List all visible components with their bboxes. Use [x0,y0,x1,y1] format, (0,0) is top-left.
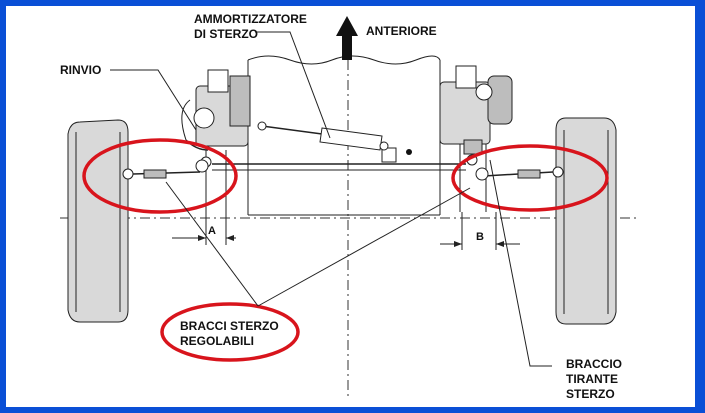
left-wheel [67,119,129,323]
left-arm-highlight-ring [82,138,238,214]
label-ammortizzatore-line1: AMMORTIZZATORE [194,12,307,26]
label-ammortizzatore-line2: DI STERZO [194,27,258,41]
label-highlight-ring [160,302,300,362]
left-hub-assembly [181,69,251,215]
label-braccio-line3: STERZO [566,387,615,401]
dimension-b [440,212,520,250]
chassis-top-edge [247,55,441,65]
label-braccio-line2: TIRANTE [566,372,618,386]
right-adjustable-arm [475,166,564,181]
label-braccio-line1: BRACCIO [566,357,622,371]
leader-rinvio [110,69,197,131]
leader-braccio-tirante [489,159,552,367]
arrow-up-icon [336,16,358,60]
label-rinvio: RINVIO [60,63,101,77]
fixing-bolt [406,149,412,155]
label-anteriore: ANTERIORE [366,24,437,38]
label-bracci-line2: REGOLABILI [180,334,254,348]
leader-bracci-right [257,187,471,307]
left-adjustable-arm [122,159,209,180]
tie-rod [212,147,466,171]
label-bracci-line1: BRACCI STERZO [180,319,279,333]
diagram-sheet: AMMORTIZZATORE DI STERZO ANTERIORE RINVI… [6,6,695,407]
leader-ammortizzatore [255,31,331,139]
steering-damper [257,121,389,151]
label-dim-a: A [208,225,216,237]
right-wheel [555,117,617,325]
right-arm-highlight-ring [451,144,609,212]
steering-diagram: AMMORTIZZATORE DI STERZO ANTERIORE RINVI… [60,12,640,401]
label-dim-b: B [476,231,484,243]
right-hub-assembly [439,65,513,212]
dimension-a [172,215,236,245]
leader-bracci-left [165,181,259,307]
